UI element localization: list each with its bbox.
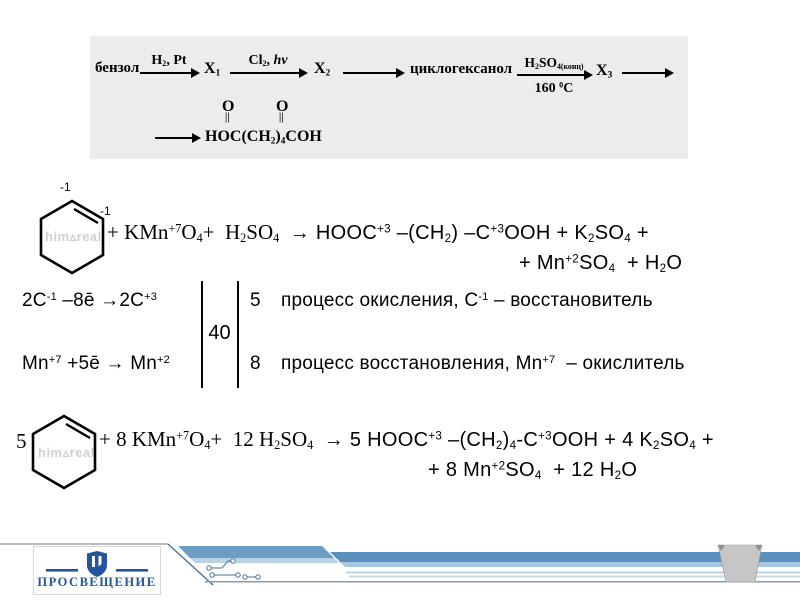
carbonyl-oxygen-1: O: [222, 98, 235, 115]
balance-divider-2: [237, 281, 239, 388]
scheme-arrow-1: H2, Pt: [140, 53, 200, 78]
balance-divider-1: [201, 281, 203, 388]
slider-tab[interactable]: [717, 544, 763, 583]
scheme-arrow-4-bottom-label: 160 0C: [534, 80, 574, 96]
scheme-arrow-2: Cl2, hv: [230, 53, 308, 78]
double-bond-mark-1: ||: [225, 112, 230, 123]
cyclohexene-structure-2: [31, 414, 97, 490]
charge-label-right: -1: [100, 204, 111, 218]
scheme-x1: X1: [204, 60, 221, 79]
circuit-trace-decoration: [206, 558, 261, 580]
oxidation-coefficient: 5: [250, 290, 261, 311]
scheme-x3: X3: [596, 62, 613, 81]
scheme-start-label: бензол: [95, 60, 140, 76]
cyclohexene-structure: [39, 199, 105, 275]
scheme-arrow-4: H2SO4(конц) 160 0C: [517, 55, 593, 96]
scheme-intermediate-label: циклогексанол: [410, 61, 513, 77]
footer-stripe-blue: [330, 552, 800, 562]
footer-decoration: [0, 543, 800, 586]
scheme-x2: X2: [314, 60, 331, 79]
reduction-note: процесс восстановления, Mn+7 – окислител…: [281, 353, 685, 374]
scheme-arrow-4-top-label: H2SO4(конц): [524, 55, 584, 71]
charge-label-top: -1: [60, 180, 71, 194]
watermark-2: him▵real: [38, 445, 95, 460]
equation2-line1: + 8 KMn+7O4+ 12 H2SO4 → 5 HOOC+3 –(CH2)4…: [99, 427, 714, 452]
publisher-name: ПРОСВЕЩЕНИЕ: [37, 575, 157, 589]
double-bond-mark-2: ||: [279, 112, 284, 123]
adipic-dialdehyde-formula: HOC(CH2)4COH: [205, 128, 322, 147]
scheme-arrow-2-label: Cl2, hv: [248, 53, 288, 69]
publisher-logo: ПРОСВЕЩЕНИЕ: [33, 546, 161, 595]
footer-stripe-light: [340, 562, 800, 567]
equation2-reactants: + 8 KMn+7O4+ 12 H2SO4: [99, 427, 314, 453]
scheme-arrow-1-label: H2, Pt: [151, 53, 187, 69]
reduction-half-reaction: Mn+7 +5ē → Mn+2: [22, 353, 170, 374]
equation1-line2: + Mn+2SO4 + H2O: [519, 252, 683, 275]
publisher-emblem-icon: [46, 551, 148, 577]
carbonyl-oxygen-2: O: [276, 98, 289, 115]
reduction-coefficient: 8: [250, 353, 261, 374]
oxidation-note: процесс окисления, C-1 – восстановитель: [281, 290, 653, 311]
equation1-products: → HOOC+3 –(CH2) –C+3OOH + K2SO4 +: [289, 222, 649, 245]
scheme-arrow-3: [343, 68, 405, 78]
oxidation-half-reaction: 2C-1 –8ē →2C+3: [22, 290, 158, 311]
scheme-arrow-5: [622, 68, 674, 78]
balance-lcm: 40: [208, 322, 231, 344]
equation1-reactants: + KMn+7O4+ H2SO4: [107, 220, 280, 246]
equation1-line1: + KMn+7O4+ H2SO4 → HOOC+3 –(CH2) –C+3OOH…: [107, 220, 649, 245]
equation2-line2: + 8 Mn+2SO4 + 12 H2O: [428, 459, 638, 482]
equation2-coefficient: 5: [16, 429, 27, 453]
scheme-arrow-6: [155, 133, 201, 143]
watermark-1: him▵real: [45, 229, 102, 244]
equation2-products: → 5 HOOC+3 –(CH2)4-C+3OOH + 4 K2SO4 +: [323, 429, 714, 452]
